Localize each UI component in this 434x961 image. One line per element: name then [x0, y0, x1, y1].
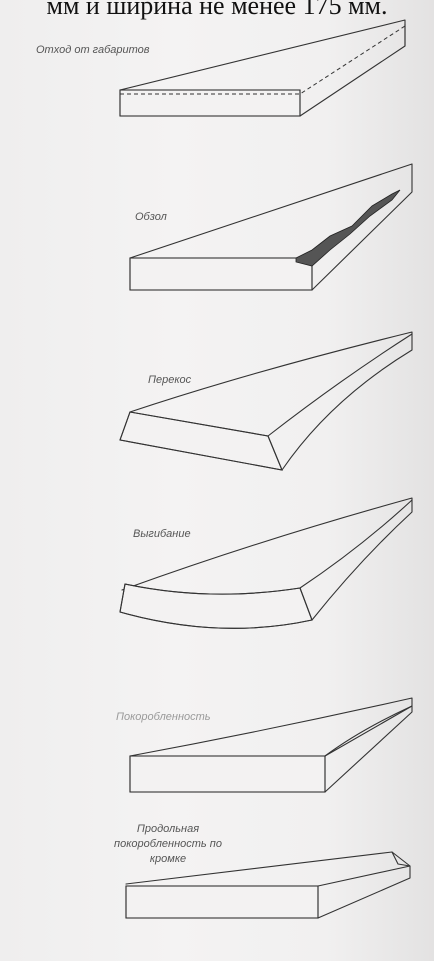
board-warp — [130, 698, 412, 792]
board-bow — [120, 498, 412, 628]
board-longitudinal-edge-warp — [126, 852, 410, 918]
board-deviation-from-dimensions — [120, 20, 405, 116]
board-skew — [120, 332, 412, 470]
board-wane — [130, 164, 412, 290]
